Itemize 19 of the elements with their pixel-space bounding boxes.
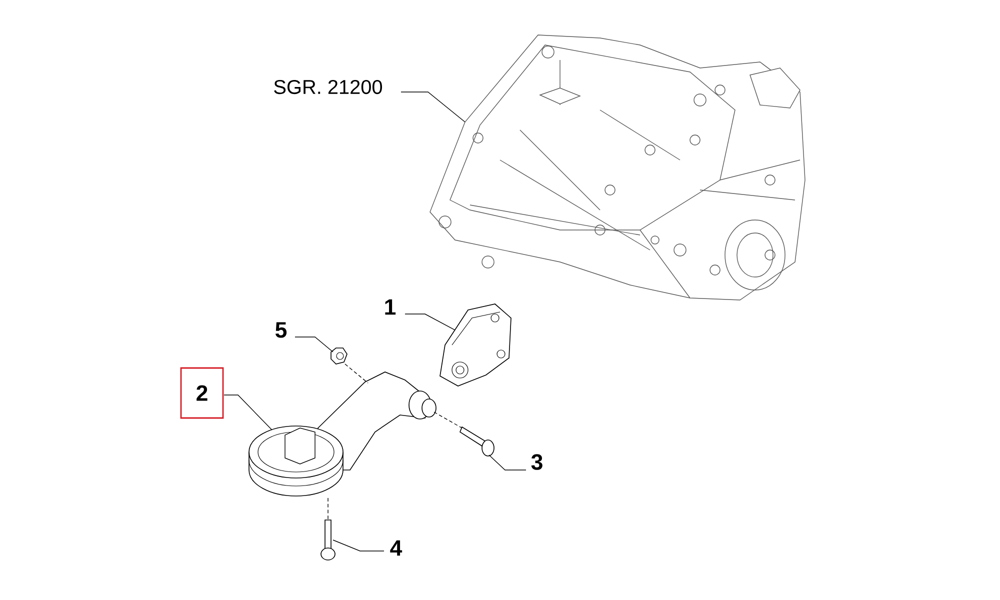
callout-number: 2 xyxy=(180,367,224,419)
leader-line xyxy=(404,314,456,330)
leader-line xyxy=(224,394,272,430)
assembly-line xyxy=(344,364,368,384)
part-number-label: SGR. 21200 xyxy=(274,80,382,94)
callout-number: 1 xyxy=(385,299,396,315)
leader-line xyxy=(488,454,526,470)
callout-number: 3 xyxy=(531,454,542,470)
nut-drawing xyxy=(330,348,348,364)
torque-rod-drawing xyxy=(248,372,436,496)
leader-line xyxy=(400,92,466,122)
assembly-line xyxy=(434,412,462,428)
bolt-drawing xyxy=(320,520,336,560)
callout-number: 5 xyxy=(276,322,287,338)
gearbox-drawing xyxy=(430,34,806,300)
leader-line xyxy=(332,540,384,552)
leader-line xyxy=(294,336,334,352)
bracket-drawing xyxy=(440,304,512,386)
callout-number: 4 xyxy=(390,540,402,556)
